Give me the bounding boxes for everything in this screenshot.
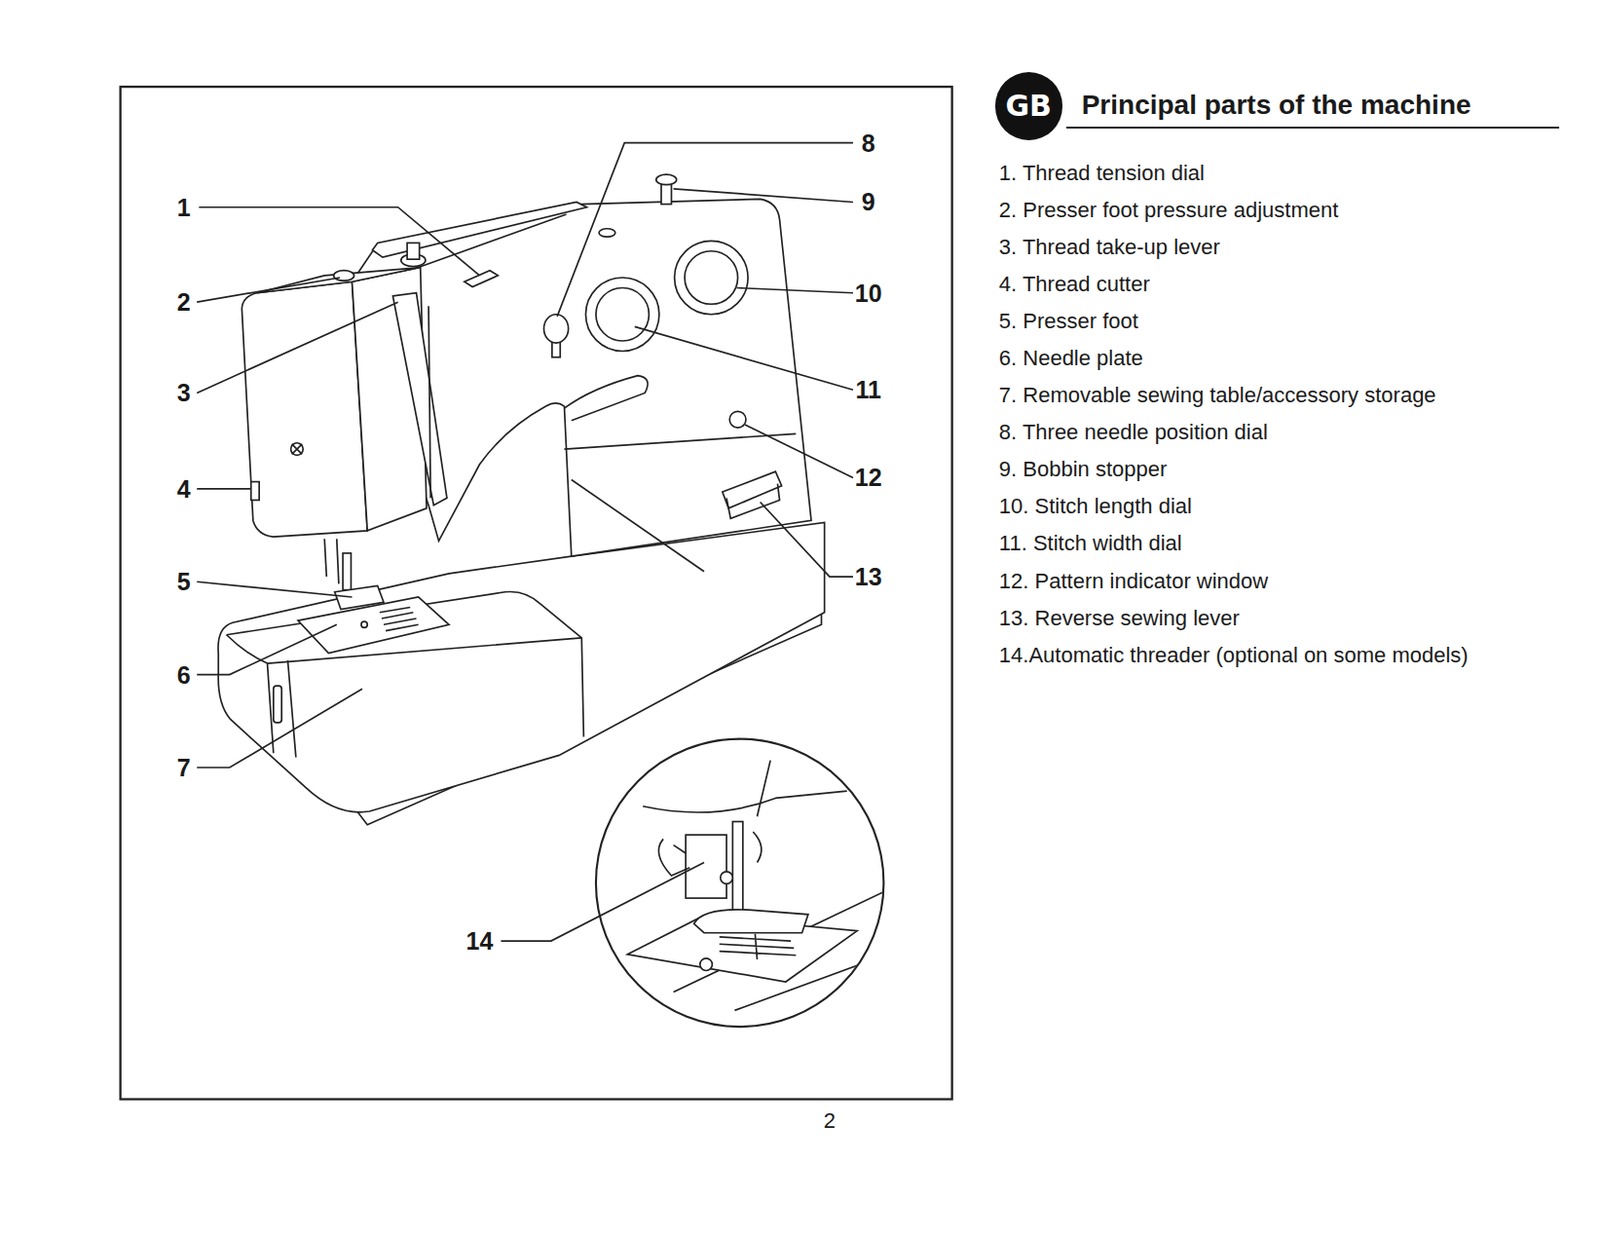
threader-inset-shape (595, 739, 884, 1027)
part-list-item: 6. Needle plate (999, 346, 1144, 372)
page-number: 2 (823, 1108, 836, 1133)
null-shape (719, 933, 797, 960)
callout-number: 1 (177, 192, 191, 222)
machine-body-shape (428, 305, 431, 498)
machine-body (218, 174, 825, 824)
machine-body-shape (226, 634, 583, 664)
machine-body-shape (656, 174, 677, 185)
machine-body-shape (674, 240, 748, 314)
leader-lines-shape (196, 301, 398, 393)
part-list-item: 14.Automatic threader (optional on some … (999, 642, 1469, 668)
leader-lines-shape (760, 502, 854, 577)
null-shape (685, 834, 727, 898)
machine-body-shape (291, 443, 304, 456)
machine-body-shape (379, 606, 419, 631)
leader-lines-shape (557, 143, 854, 317)
machine-body-shape (287, 660, 296, 758)
leader-lines-shape (737, 288, 854, 294)
machine-body-shape (585, 277, 659, 351)
machine-body-shape (598, 228, 616, 237)
callout-number: 4 (177, 475, 191, 504)
callout-number: 13 (855, 562, 883, 592)
machine-body-shape (392, 293, 447, 506)
machine-body-shape (372, 201, 587, 258)
null-shape (700, 958, 713, 971)
callout-number: 6 (177, 660, 191, 689)
callout-number: 8 (861, 128, 876, 157)
leader-lines-shape (673, 188, 854, 203)
machine-body-shape (241, 281, 368, 537)
part-list-item: 3. Thread take-up lever (999, 235, 1221, 261)
part-list-item: 7. Removable sewing table/accessory stor… (999, 383, 1437, 409)
machine-body-shape (334, 585, 384, 609)
part-list-item: 5. Presser foot (999, 309, 1139, 335)
leader-lines-shape (196, 277, 340, 302)
machine-body-shape (684, 251, 738, 304)
leader-lines-shape (634, 326, 854, 390)
null-shape (720, 871, 734, 885)
machine-body-shape (273, 685, 282, 723)
part-list-item: 12. Pattern indicator window (999, 568, 1268, 594)
callout-number: 14 (466, 927, 494, 956)
callout-number: 5 (177, 567, 191, 596)
callout-number: 11 (855, 375, 881, 405)
leader-lines-shape (500, 861, 705, 941)
null-shape (642, 790, 848, 813)
leader-lines-shape (198, 207, 480, 276)
leader-lines-shape (196, 581, 352, 597)
leader-lines (196, 143, 854, 941)
frame-shape (1066, 126, 1560, 129)
machine-body-shape (226, 591, 585, 737)
machine-body-shape (563, 433, 796, 449)
part-list-item: 8. Three needle position dial (999, 420, 1268, 446)
machine-body-shape (324, 538, 339, 584)
part-list-item: 2. Presser foot pressure adjustment (999, 198, 1340, 224)
frame (120, 86, 1560, 1099)
leader-lines-shape (196, 688, 363, 768)
badge-text: GB (1004, 88, 1052, 123)
callout-number: 7 (177, 753, 191, 782)
leader-lines-shape (744, 424, 854, 478)
machine-body-shape (407, 242, 420, 260)
machine-body-shape (334, 270, 355, 281)
machine-body-shape (595, 288, 649, 341)
callout-number: 2 (177, 288, 191, 317)
part-list-item: 13. Reverse sewing lever (999, 605, 1240, 631)
machine-body-shape (563, 375, 648, 421)
leader-lines-shape (196, 487, 252, 490)
part-list-item: 11. Stitch width dial (999, 531, 1183, 557)
machine-body-shape (342, 553, 351, 591)
machine-body-shape (729, 410, 746, 428)
language-badge: GB (995, 72, 1063, 140)
part-list-item: 1. Thread tension dial (999, 160, 1205, 186)
page-title: Principal parts of the machine (1081, 89, 1472, 121)
machine-body-shape (292, 444, 302, 454)
machine-body-shape (251, 482, 260, 501)
machine-body-shape (297, 596, 449, 654)
callout-number: 9 (861, 187, 876, 217)
null-shape (732, 821, 743, 914)
leader-lines-shape (196, 624, 337, 674)
machine-body-shape (571, 479, 705, 571)
null-shape (752, 831, 762, 862)
frame-shape (120, 86, 953, 1099)
part-list-item: 10. Stitch length dial (999, 494, 1192, 520)
callout-number: 10 (855, 278, 883, 307)
machine-body-shape (361, 621, 368, 628)
null-shape (756, 760, 771, 818)
null-shape (694, 909, 809, 933)
machine-body-shape (257, 267, 421, 294)
threader-inset (595, 739, 889, 1027)
callout-number: 3 (177, 378, 191, 408)
machine-body-shape (418, 214, 567, 267)
machine-body-shape (543, 314, 568, 343)
null-shape (658, 838, 690, 876)
callout-number: 12 (855, 463, 883, 492)
part-list-item: 9. Bobbin stopper (999, 457, 1167, 483)
machine-body-shape (267, 663, 274, 753)
machine-body-shape (464, 270, 499, 288)
part-list-item: 4. Thread cutter (999, 272, 1151, 298)
